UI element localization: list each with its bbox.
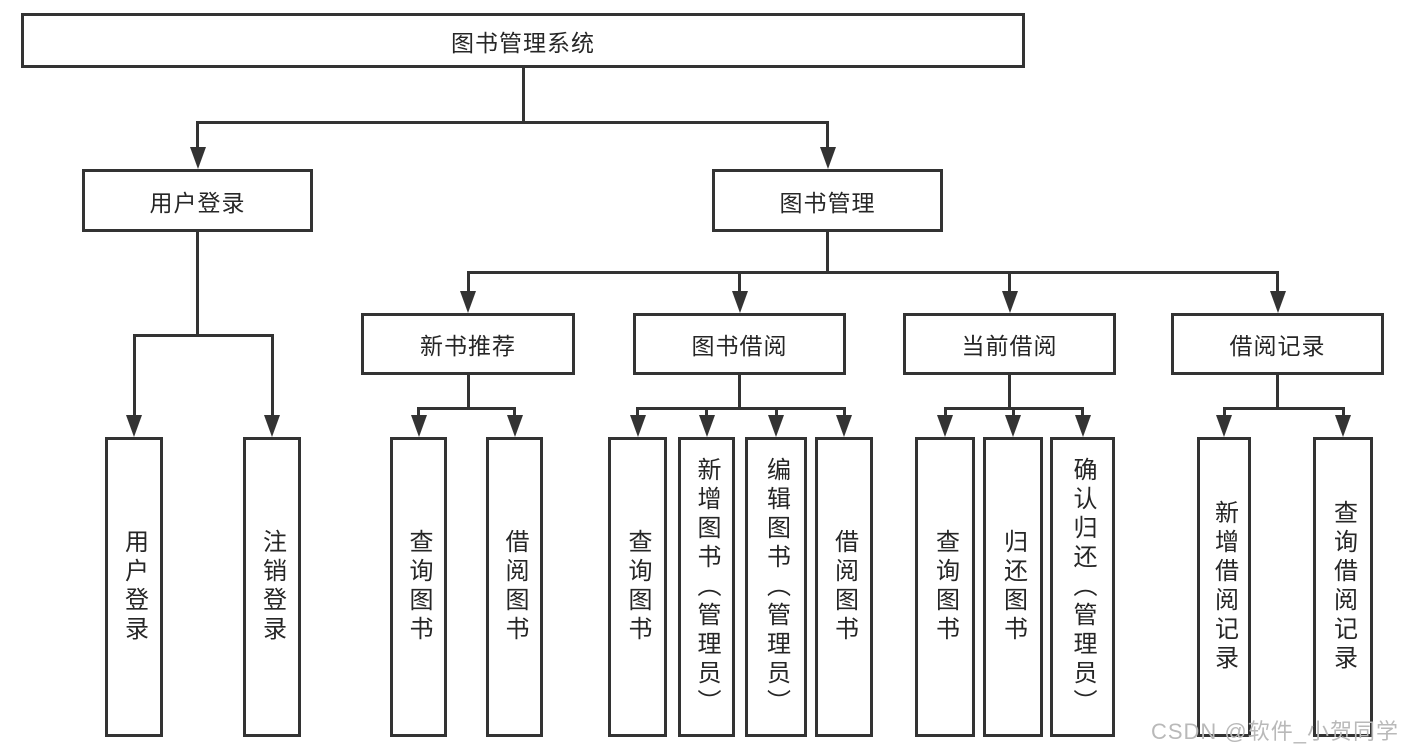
connector-line-vertical <box>466 375 470 410</box>
node-confirm-return-admin: 确认归还（管理员） <box>1050 437 1115 737</box>
connector-line-vertical <box>738 272 741 299</box>
arrowhead-down-icon <box>1335 415 1351 437</box>
node-logout-action-label: 注销登录 <box>258 529 286 645</box>
node-borrow-books-recommendation: 借阅图书 <box>486 437 543 737</box>
arrowhead-down-icon <box>1001 291 1018 313</box>
node-query-books-borrowing: 查询图书 <box>608 437 667 737</box>
connector-line-vertical <box>826 122 829 155</box>
node-user-login-action-label: 用户登录 <box>120 529 148 645</box>
node-logout-action: 注销登录 <box>243 437 301 737</box>
node-borrowing-records-label: 借阅记录 <box>1229 333 1326 359</box>
connector-line-vertical <box>270 335 274 423</box>
node-query-books-current-label: 查询图书 <box>931 529 959 645</box>
node-book-management: 图书管理 <box>712 169 943 232</box>
arrowhead-down-icon <box>1005 415 1021 437</box>
node-query-books-borrowing-label: 查询图书 <box>624 529 651 645</box>
node-query-books-recommendation-label: 查询图书 <box>405 529 432 645</box>
node-book-borrowing-label: 图书借阅 <box>691 333 788 359</box>
arrowhead-down-icon <box>410 415 427 437</box>
node-borrowing-records: 借阅记录 <box>1171 313 1384 375</box>
node-current-borrowing-label: 当前借阅 <box>961 333 1058 359</box>
node-book-management-label: 图书管理 <box>779 189 876 216</box>
node-borrow-books-recommendation-label: 借阅图书 <box>501 529 528 645</box>
node-return-books: 归还图书 <box>983 437 1043 737</box>
node-borrow-books-borrowing: 借阅图书 <box>815 437 873 737</box>
connector-line-vertical <box>1008 375 1011 410</box>
node-confirm-return-admin-label: 确认归还（管理员） <box>1069 456 1096 718</box>
connector-line-horizontal <box>466 270 1279 274</box>
node-query-borrow-record-label: 查询借阅记录 <box>1329 500 1357 674</box>
arrowhead-down-icon <box>126 415 142 437</box>
node-add-books-admin: 新增图书（管理员） <box>678 437 735 737</box>
connector-line-horizontal <box>1222 406 1345 410</box>
node-query-books-recommendation: 查询图书 <box>390 437 447 737</box>
connector-line-horizontal <box>636 406 846 410</box>
arrowhead-down-icon <box>937 415 953 437</box>
node-book-borrowing: 图书借阅 <box>633 313 846 375</box>
node-query-borrow-record: 查询借阅记录 <box>1313 437 1373 737</box>
node-return-books-label: 归还图书 <box>999 529 1027 645</box>
arrowhead-down-icon <box>460 291 476 313</box>
arrowhead-down-icon <box>1074 415 1091 437</box>
arrowhead-down-icon <box>731 291 748 313</box>
connector-line-vertical <box>1276 375 1279 410</box>
node-user-login: 用户登录 <box>82 169 313 232</box>
node-query-books-current: 查询图书 <box>915 437 975 737</box>
node-new-book-recommendation-label: 新书推荐 <box>420 333 516 359</box>
node-current-borrowing: 当前借阅 <box>903 313 1116 375</box>
arrowhead-down-icon <box>698 415 715 437</box>
arrowhead-down-icon <box>629 415 646 437</box>
connector-line-vertical <box>1276 272 1279 299</box>
node-add-borrow-record: 新增借阅记录 <box>1197 437 1251 737</box>
node-add-books-admin-label: 新增图书（管理员） <box>693 456 720 718</box>
connector-line-vertical <box>521 68 525 124</box>
node-borrow-books-borrowing-label: 借阅图书 <box>830 529 858 645</box>
arrowhead-down-icon <box>768 415 784 437</box>
connector-line-horizontal <box>132 333 274 337</box>
connector-line-vertical <box>132 335 136 423</box>
connector-line-vertical <box>466 272 470 299</box>
node-user-login-action: 用户登录 <box>105 437 163 737</box>
connector-line-horizontal <box>417 406 516 410</box>
arrowhead-down-icon <box>819 147 836 169</box>
arrowhead-down-icon <box>1216 415 1232 437</box>
connector-line-horizontal <box>196 120 829 124</box>
arrowhead-down-icon <box>836 415 852 437</box>
arrowhead-down-icon <box>189 147 206 169</box>
node-library-management-system: 图书管理系统 <box>21 13 1025 68</box>
connector-line-vertical <box>738 375 741 410</box>
node-edit-books-admin-label: 编辑图书（管理员） <box>762 456 790 718</box>
node-user-login-label: 用户登录 <box>149 189 246 216</box>
node-new-book-recommendation: 新书推荐 <box>361 313 575 375</box>
connector-line-vertical <box>196 232 199 337</box>
watermark-text: CSDN @软件_小贺同学 <box>1150 719 1399 744</box>
node-add-borrow-record-label: 新增借阅记录 <box>1210 500 1238 674</box>
arrowhead-down-icon <box>1269 291 1286 313</box>
connector-line-vertical <box>826 232 829 274</box>
arrowhead-down-icon <box>506 415 523 437</box>
connector-line-vertical <box>196 122 199 155</box>
node-library-management-system-label: 图书管理系统 <box>451 29 595 56</box>
arrowhead-down-icon <box>264 415 280 437</box>
connector-line-vertical <box>1008 272 1011 299</box>
node-edit-books-admin: 编辑图书（管理员） <box>745 437 807 737</box>
